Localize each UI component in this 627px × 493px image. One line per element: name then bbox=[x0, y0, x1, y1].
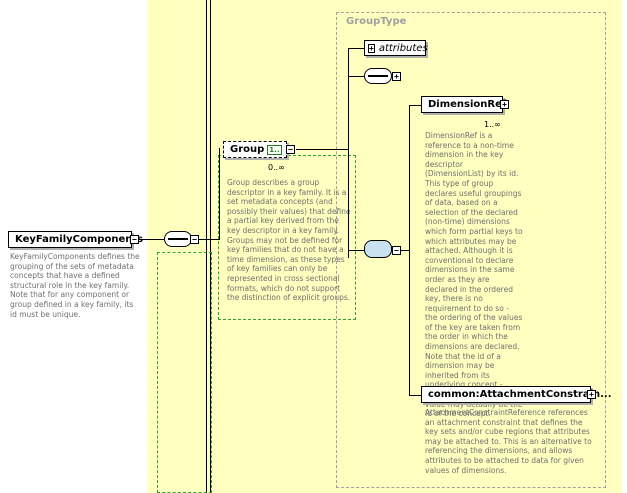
attachment-constraint-label: common:AttachmentConstrain... bbox=[428, 389, 612, 400]
expand-icon[interactable]: + bbox=[368, 43, 375, 53]
connector-seq2 bbox=[348, 76, 364, 77]
group-type-title: GroupType bbox=[346, 16, 407, 27]
sequence-compositor-icon[interactable] bbox=[164, 231, 192, 247]
rail-line-2 bbox=[210, 0, 211, 493]
attributes-label: attributes bbox=[378, 42, 428, 54]
connector-group-type bbox=[296, 149, 348, 150]
dimension-ref-description: DimensionRef is a reference to a non-tim… bbox=[425, 131, 523, 419]
group-element-dashed-region bbox=[218, 155, 356, 320]
dimension-ref-label: DimensionRef bbox=[428, 99, 507, 110]
connector-choice-branches bbox=[401, 250, 409, 251]
collapse-icon[interactable]: − bbox=[286, 145, 295, 154]
key-family-components-element[interactable]: KeyFamilyComponents bbox=[8, 231, 143, 248]
rail-line-1 bbox=[206, 0, 207, 493]
group-dashed-container bbox=[157, 252, 212, 493]
choice-compositor-icon[interactable] bbox=[364, 240, 392, 258]
group-occurrence: 0..∞ bbox=[268, 163, 285, 172]
connector-attachment bbox=[409, 395, 421, 396]
connector-choice-vertical bbox=[409, 105, 410, 395]
group-badge: 1.. bbox=[267, 144, 282, 155]
sequence-compositor-icon[interactable] bbox=[364, 68, 392, 84]
collapse-icon[interactable]: − bbox=[190, 235, 199, 244]
connector-dimensionref bbox=[409, 105, 421, 106]
dimension-ref-element[interactable]: DimensionRef bbox=[421, 96, 507, 113]
group-element[interactable]: Group 1.. bbox=[223, 141, 287, 158]
attachment-constraint-element[interactable]: common:AttachmentConstrain... bbox=[421, 386, 612, 403]
expand-icon[interactable]: + bbox=[500, 100, 509, 109]
expand-icon[interactable]: + bbox=[392, 72, 401, 81]
connector-root-seq bbox=[139, 239, 164, 240]
key-family-components-description: KeyFamilyComponents defines the grouping… bbox=[10, 252, 140, 319]
key-family-components-label: KeyFamilyComponents bbox=[15, 234, 144, 245]
dimension-ref-occurrence: 1..∞ bbox=[484, 120, 501, 129]
attachment-constraint-description: AttachmentConstraintReference references… bbox=[425, 408, 592, 475]
collapse-icon[interactable]: − bbox=[392, 246, 401, 255]
connector-attributes bbox=[348, 48, 364, 49]
connector-seq-group bbox=[199, 239, 219, 240]
collapse-icon[interactable]: − bbox=[130, 235, 139, 244]
group-description: Group describes a group descriptor in a … bbox=[227, 178, 351, 303]
group-label: Group bbox=[230, 144, 265, 155]
connector-vertical-group bbox=[219, 148, 220, 240]
connector-grouptype-vertical bbox=[348, 48, 349, 258]
connector-choice bbox=[348, 250, 364, 251]
expand-icon[interactable]: + bbox=[587, 390, 596, 399]
attributes-box[interactable]: + attributes bbox=[364, 40, 428, 56]
